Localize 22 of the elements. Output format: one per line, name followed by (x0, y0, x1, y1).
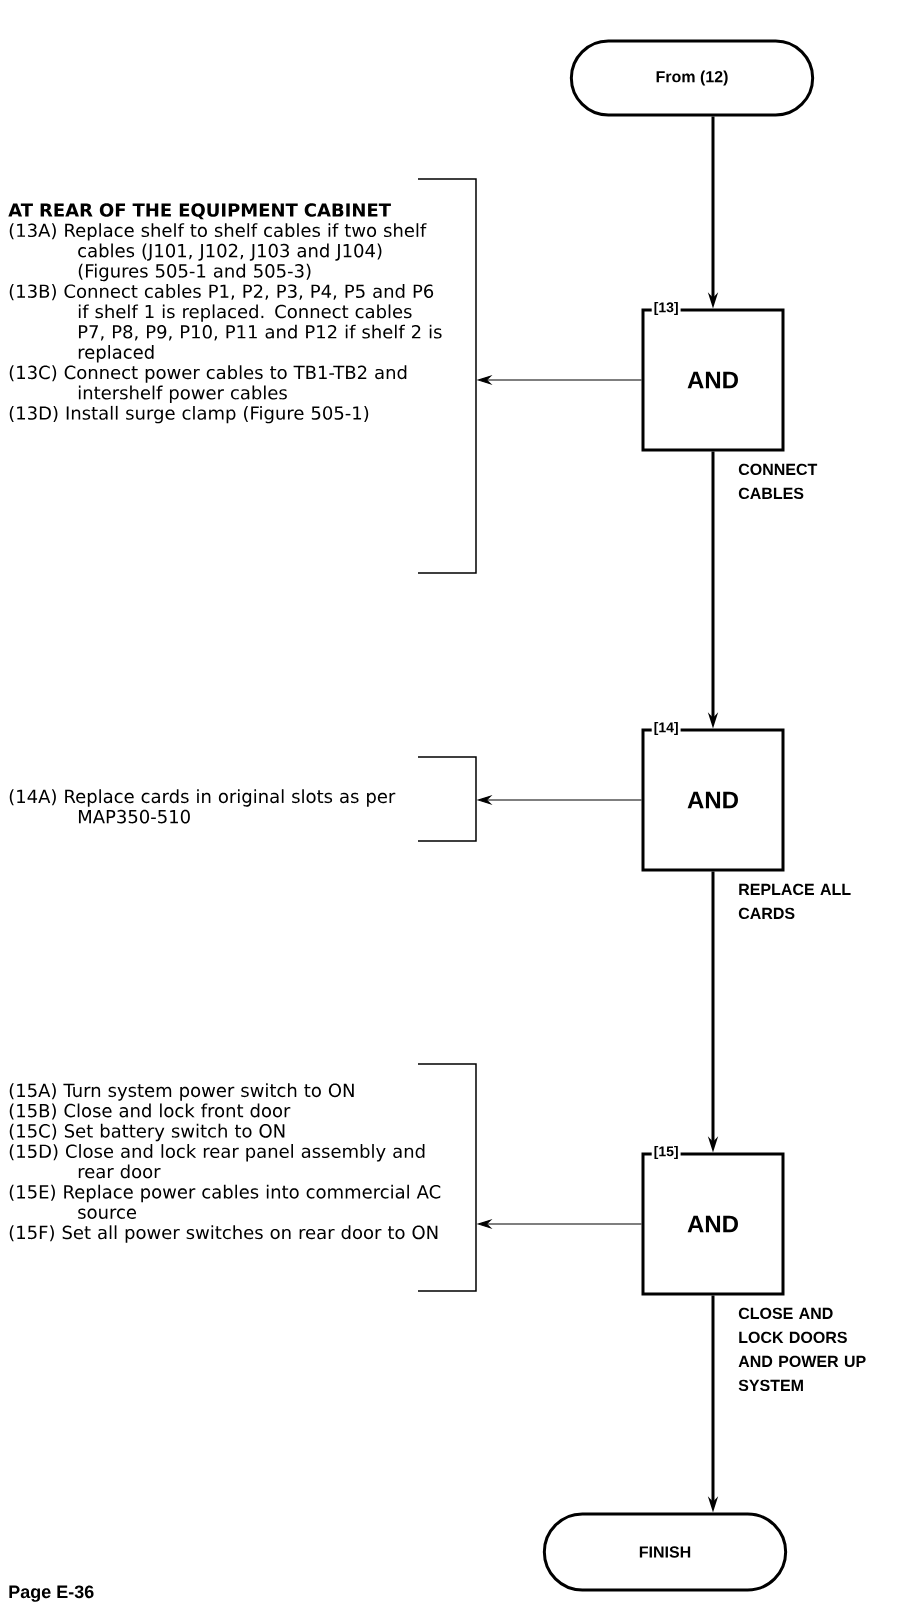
step-caption: CONNECT CABLES (738, 463, 818, 500)
step-caption: CLOSE AND LOCK DOORS AND POWER UP SYSTEM (738, 1307, 866, 1392)
step-text: (13C) Connect power cables to TB1-TB2 and intershelf power cables (9, 365, 407, 403)
step-text: (15E) Replace power cables into commercial AC source (9, 1184, 441, 1219)
step-text: (15C) Set battery switch to ON (9, 1123, 285, 1142)
heading: AT REAR OF THE EQUIPMENT CABINET (8, 203, 391, 220)
step-number: [15] (651, 1144, 681, 1162)
step-text: (15F) Set all power switches on rear door to ON (9, 1225, 438, 1243)
bracketed-note (8, 178, 477, 574)
step-caption: REPLACE ALL CARDS (738, 883, 851, 920)
bracketed-note (9, 756, 477, 842)
page-number: Page E-36 (9, 1585, 94, 1602)
step-text: (15B) Close and lock front door (9, 1103, 291, 1120)
step-number: [14] (651, 720, 681, 738)
step-number: [13] (651, 300, 681, 318)
step-text: (15D) Close and lock rear panel assembly and rear door (9, 1144, 425, 1179)
step-text: (13D) Install surge clamp (Figure 505-1) (9, 405, 369, 424)
step-text: (15A) Turn system power switch to ON (9, 1083, 354, 1101)
bracketed-note (9, 1063, 477, 1292)
step-text: (13A) Replace shelf to shelf cables if two shelf cables (J101, J102, J103 and J104) (Figures 505-1 and 505-3) (9, 223, 427, 282)
step-text: (13B) Connect cables P1, P2, P3, P4, P5 and P6 if shelf 1 is replaced. Connect cables P7, P8, P9, P10, P11 and P12 if shelf 2 is replaced (9, 284, 442, 363)
step-text: (14A) Replace cards in original slots as per MAP350-510 (9, 789, 396, 824)
